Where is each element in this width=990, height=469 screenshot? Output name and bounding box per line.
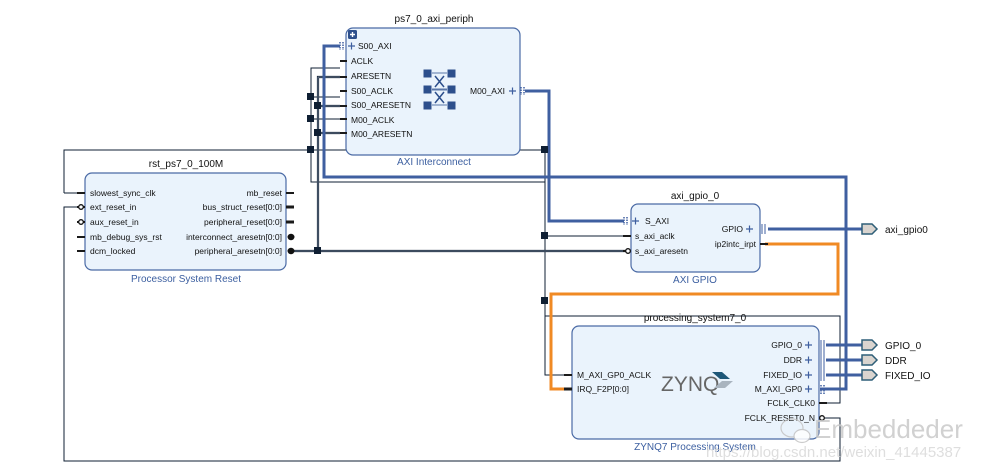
bus-interface-icons — [805, 340, 825, 394]
junction-dot — [541, 146, 548, 153]
junction-dot — [307, 146, 314, 153]
watermark-url: https://blog.csdn.net/weixin_41445387 — [706, 444, 961, 461]
pin-dcm_locked[interactable]: dcm_locked — [90, 246, 136, 256]
expand-icon[interactable] — [348, 30, 357, 39]
pin-FCLK_CLK0[interactable]: FCLK_CLK0 — [767, 398, 815, 408]
axi-bus-gp0-wire[interactable] — [322, 44, 848, 391]
pin-peripheral_aresetn[interactable]: peripheral_aresetn[0:0] — [195, 246, 282, 256]
interrupt-wire[interactable] — [549, 242, 840, 391]
wechat-icon — [780, 418, 811, 444]
pin-ARESETN[interactable]: ARESETN — [351, 71, 391, 81]
bus-interface-icon — [339, 42, 355, 50]
port-label: axi_gpio0 — [885, 225, 928, 236]
pin-DDR[interactable]: DDR — [784, 355, 802, 365]
pin-S00_ACLK[interactable]: S00_ACLK — [351, 86, 393, 96]
port-label: FIXED_IO — [885, 371, 931, 382]
svg-text:ZYNQ: ZYNQ — [661, 373, 719, 396]
ext-reset-wire[interactable] — [63, 206, 841, 462]
axi-gpio-block[interactable]: axi_gpio_0 S_AXI s_axi_aclk s_axi_areset… — [623, 191, 768, 286]
active-low-icon — [819, 415, 825, 421]
junction-dot — [314, 247, 321, 254]
external-port-FIXED_IO[interactable]: FIXED_IO — [861, 369, 931, 382]
watermark: Embeddeder https://blog.csdn.net/weixin_… — [706, 414, 963, 461]
junction-dot — [307, 93, 314, 100]
pin-mb_debug_sys_rst[interactable]: mb_debug_sys_rst — [90, 232, 162, 242]
block-instance-name: rst_ps7_0_100M — [149, 159, 224, 170]
block-instance-name: ps7_0_axi_periph — [395, 14, 474, 25]
axi-interconnect-block[interactable]: ps7_0_axi_periph S00_AXI ACLK ARESETN S0… — [339, 14, 525, 168]
port-label: DDR — [885, 356, 907, 367]
junction-dot — [541, 232, 548, 239]
external-ports: axi_gpio0 GPIO_0 DDR FIXED_IO — [861, 223, 931, 382]
pin-peripheral_reset[interactable]: peripheral_reset[0:0] — [204, 217, 282, 227]
block-body[interactable] — [571, 325, 820, 440]
pin-bus_struct_reset[interactable]: bus_struct_reset[0:0] — [203, 202, 282, 212]
pin-interconnect_aresetn[interactable]: interconnect_aresetn[0:0] — [186, 232, 282, 242]
pin-stubs — [340, 60, 347, 134]
axi-bus-m00-wire[interactable] — [525, 89, 624, 223]
pin-M00_ARESETN[interactable]: M00_ARESETN — [351, 129, 412, 139]
pin-GPIO[interactable]: GPIO — [722, 224, 744, 234]
bus-interface-icon — [509, 87, 525, 95]
active-low-icon — [78, 219, 84, 225]
block-type-label: AXI Interconnect — [397, 157, 471, 168]
pin-IRQ_F2P[interactable]: IRQ_F2P[0:0] — [577, 384, 629, 394]
external-port-DDR[interactable]: DDR — [861, 354, 907, 367]
block-type-label: ZYNQ7 Processing System — [634, 442, 756, 453]
block-type-label: Processor System Reset — [131, 274, 241, 285]
active-low-icon — [78, 204, 84, 210]
pin-S00_ARESETN[interactable]: S00_ARESETN — [351, 100, 411, 110]
pin-GPIO_0[interactable]: GPIO_0 — [771, 340, 802, 350]
wires — [63, 44, 862, 462]
active-low-icon — [625, 248, 631, 254]
pin-FCLK_RESET0_N[interactable]: FCLK_RESET0_N — [745, 413, 815, 423]
pin-s_axi_aresetn[interactable]: s_axi_aresetn — [635, 246, 688, 256]
port-label: GPIO_0 — [885, 341, 922, 352]
pin-ip2intc_irpt[interactable]: ip2intc_irpt — [715, 239, 757, 249]
junction-dot — [314, 102, 321, 109]
processor-system-reset-block[interactable]: rst_ps7_0_100M slowest_sync_clk ext_rese… — [77, 159, 295, 285]
crossbar-icon — [423, 69, 456, 110]
pin-mb_reset[interactable]: mb_reset — [247, 188, 283, 198]
junction-dot — [314, 129, 321, 136]
block-instance-name: axi_gpio_0 — [671, 191, 720, 202]
external-port-axi_gpio0[interactable]: axi_gpio0 — [861, 223, 928, 236]
active-low-icon — [287, 247, 295, 255]
pin-slowest_sync_clk[interactable]: slowest_sync_clk — [90, 188, 156, 198]
zynq-logo: ZYNQ — [661, 372, 733, 396]
pin-S00_AXI[interactable]: S00_AXI — [358, 41, 392, 51]
pin-M00_AXI[interactable]: M00_AXI — [470, 86, 505, 96]
zynq7-processing-system-block[interactable]: processing_system7_0 M_AXI_GP0_ACLK IRQ_… — [564, 313, 827, 453]
block-body[interactable] — [630, 203, 761, 273]
block-instance-name: processing_system7_0 — [644, 313, 747, 324]
pin-aux_reset_in[interactable]: aux_reset_in — [90, 217, 139, 227]
pin-M00_ACLK[interactable]: M00_ACLK — [351, 115, 395, 125]
pin-M_AXI_GP0[interactable]: M_AXI_GP0 — [755, 384, 803, 394]
pin-stubs — [564, 374, 827, 404]
external-port-GPIO_0[interactable]: GPIO_0 — [861, 339, 922, 352]
pin-FIXED_IO[interactable]: FIXED_IO — [763, 370, 802, 380]
pin-s_axi_aclk[interactable]: s_axi_aclk — [635, 231, 675, 241]
pin-ext_reset_in[interactable]: ext_reset_in — [90, 202, 137, 212]
block-type-label: AXI GPIO — [673, 275, 717, 286]
junction-dot — [541, 297, 548, 304]
pin-M_AXI_GP0_ACLK[interactable]: M_AXI_GP0_ACLK — [577, 370, 652, 380]
pin-S_AXI[interactable]: S_AXI — [645, 216, 669, 226]
active-low-icon — [287, 233, 295, 241]
pin-ACLK[interactable]: ACLK — [351, 56, 374, 66]
watermark-brand: Embeddeder — [814, 414, 963, 444]
bus-interface-icon — [623, 217, 639, 225]
junction-dot — [307, 115, 314, 122]
bus-interface-icon — [746, 224, 766, 234]
